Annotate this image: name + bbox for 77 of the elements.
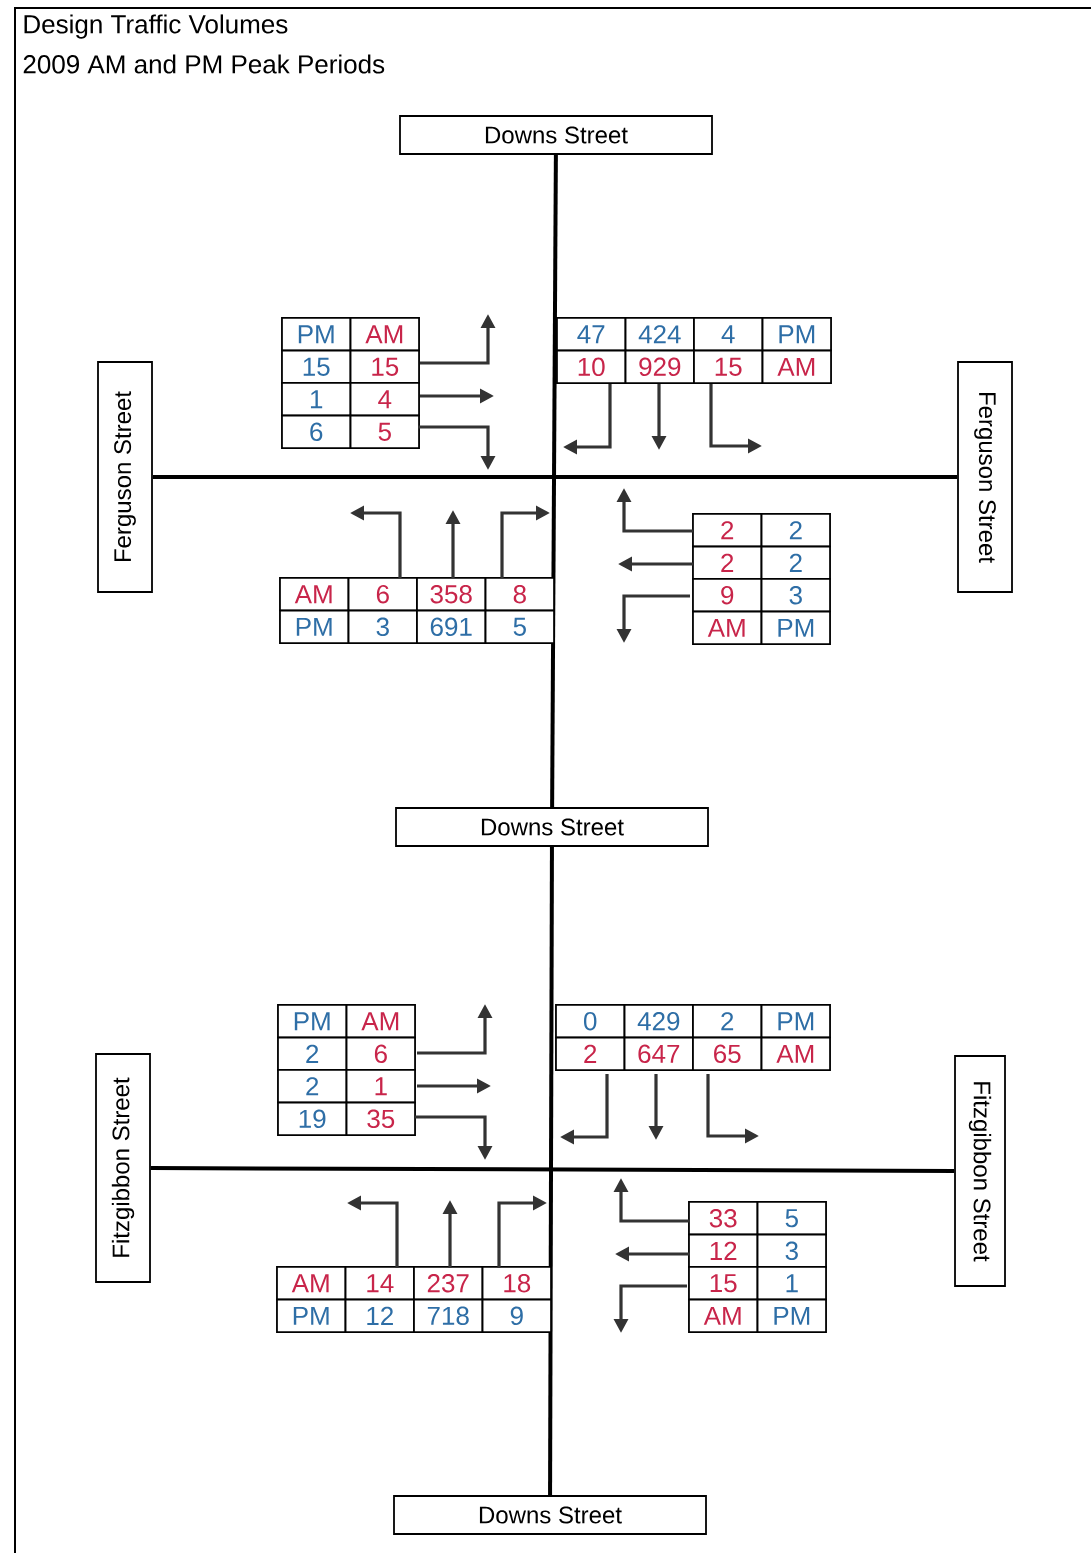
table-cell: PM [760,1004,831,1039]
street-name-box: Fitzgibbon Street [95,1053,151,1283]
table-cell: 3 [756,1233,827,1268]
table-cell: PM [279,609,350,644]
street-name-box: Downs Street [393,1495,707,1535]
table-cell: 0 [555,1004,626,1039]
table-cell: 2 [277,1069,348,1104]
table-cell: 9 [692,578,763,613]
table-cell: 5 [484,609,555,644]
subtitle: 2009 AM and PM Peak Periods [23,54,385,74]
street-name-box: Ferguson Street [957,361,1013,593]
table-cell: PM [756,1298,827,1333]
table-cell: 5 [349,414,420,449]
table-cell: 2 [692,1004,763,1039]
table-cell: 18 [481,1266,552,1301]
table-cell: 718 [413,1298,484,1333]
table-cell: PM [277,1004,348,1039]
table-cell: PM [761,317,832,352]
table-cell: 33 [688,1201,759,1236]
table-cell: 15 [281,349,352,384]
table-cell: PM [760,610,831,645]
table-cell: 691 [416,609,487,644]
table-cell: 65 [692,1036,763,1071]
table-cell: AM [692,610,763,645]
road-line [548,846,554,1496]
table-cell: 2 [555,1036,626,1071]
street-name-box: Downs Street [399,115,713,155]
table-cell: 6 [345,1036,416,1071]
table-cell: 47 [556,317,627,352]
title: Design Traffic Volumes [24,14,288,39]
table-cell: 14 [344,1266,415,1301]
table-cell: AM [760,1036,831,1071]
table-cell: 2 [277,1036,348,1071]
road-line [550,154,558,808]
table-cell: 9 [481,1298,552,1333]
table-cell: 12 [688,1233,759,1268]
table-cell: AM [279,577,350,612]
table-cell: 929 [624,349,695,384]
table-cell: 647 [623,1036,694,1071]
table-cell: 358 [416,577,487,612]
table-cell: 10 [556,349,627,384]
table-cell: 6 [347,577,418,612]
table-cell: AM [349,317,420,352]
table-cell: 429 [623,1004,694,1039]
table-cell: 1 [345,1069,416,1104]
table-cell: 237 [413,1266,484,1301]
table-cell: AM [688,1298,759,1333]
table-cell: 1 [756,1266,827,1301]
table-cell: 3 [347,609,418,644]
street-name-box: Fitzgibbon Street [954,1055,1006,1287]
street-name-box: Downs Street [395,807,709,847]
table-cell: PM [276,1298,347,1333]
table-cell: 2 [692,545,763,580]
table-cell: AM [276,1266,347,1301]
table-cell: 6 [281,414,352,449]
table-cell: 424 [624,317,695,352]
table-cell: AM [345,1004,416,1039]
table-cell: 4 [349,382,420,417]
table-cell: 19 [277,1101,348,1136]
table-cell: 2 [760,513,831,548]
street-name-box: Ferguson Street [97,361,153,593]
table-cell: PM [281,317,352,352]
table-cell: AM [761,349,832,384]
table-cell: 15 [688,1266,759,1301]
road-line [150,1166,955,1173]
table-cell: 5 [756,1201,827,1236]
table-cell: 35 [345,1101,416,1136]
table-cell: 3 [760,578,831,613]
table-cell: 8 [484,577,555,612]
table-cell: 2 [692,513,763,548]
table-cell: 2 [760,545,831,580]
table-cell: 12 [344,1298,415,1333]
table-cell: 1 [281,382,352,417]
road-line [152,475,958,479]
table-cell: 4 [693,317,764,352]
table-cell: 15 [693,349,764,384]
table-cell: 15 [349,349,420,384]
